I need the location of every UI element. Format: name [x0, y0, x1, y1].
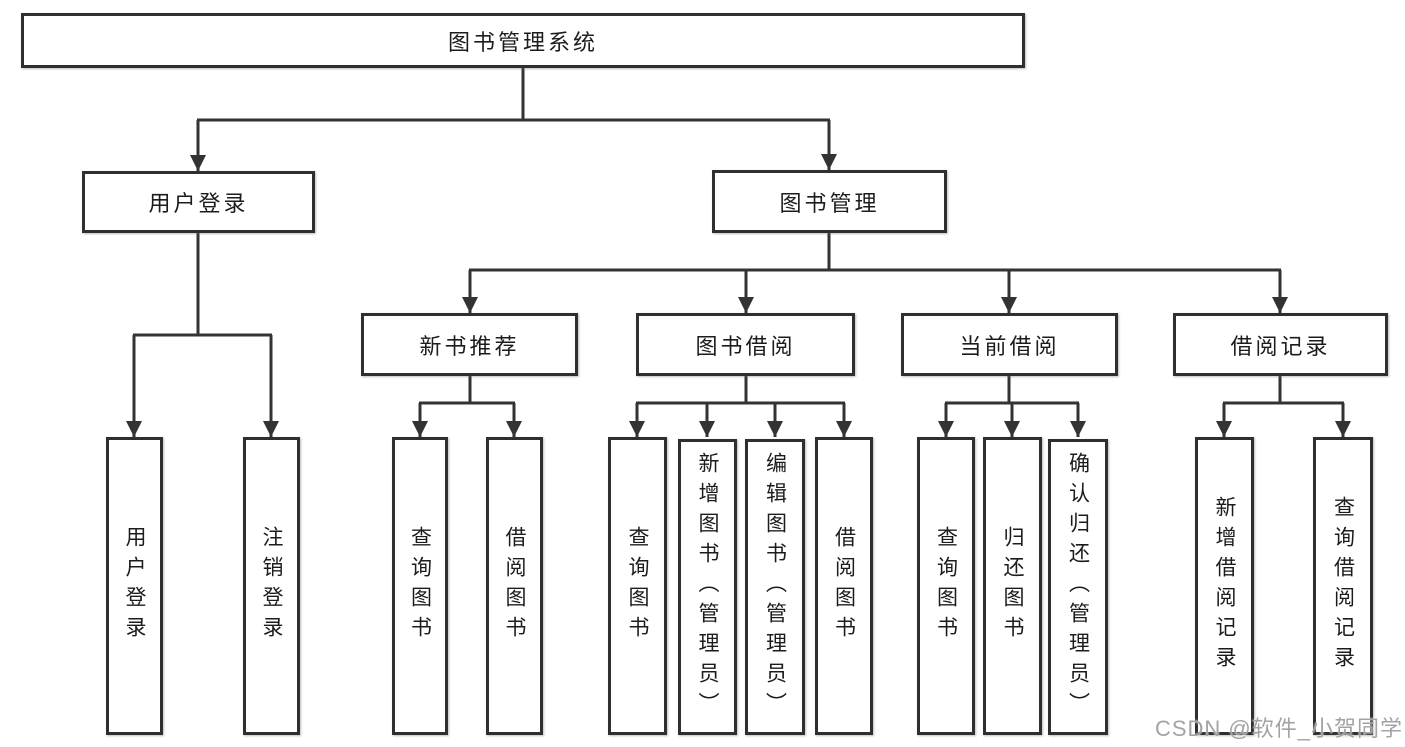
node-label: 借阅记录	[1230, 333, 1331, 359]
leaf-logout: 注销登录	[243, 437, 300, 735]
node-label: 借阅图书	[503, 526, 526, 646]
node-label: 查询借阅记录	[1331, 496, 1355, 676]
leaf-cb-query-books: 查询图书	[917, 437, 975, 735]
node-label: 查询图书	[408, 526, 432, 646]
node-current-borrow: 当前借阅	[901, 313, 1118, 376]
node-label: 新增图书（管理员）	[696, 452, 719, 722]
node-label: 确认归还（管理员）	[1066, 452, 1090, 722]
node-borrow-records: 借阅记录	[1173, 313, 1388, 376]
node-label: 用户登录	[123, 526, 146, 646]
leaf-bb-add-books-admin: 新增图书（管理员）	[678, 439, 737, 735]
leaf-bb-edit-books-admin: 编辑图书（管理员）	[745, 439, 805, 735]
node-label: 图书借阅	[695, 333, 796, 359]
node-label: 新增借阅记录	[1213, 496, 1236, 676]
leaf-br-query-record: 查询借阅记录	[1313, 437, 1373, 735]
node-label: 借阅图书	[832, 526, 856, 646]
node-user-login: 用户登录	[82, 171, 315, 233]
node-label: 用户登录	[148, 191, 249, 216]
node-root-system: 图书管理系统	[21, 13, 1025, 68]
leaf-cb-return-books: 归还图书	[983, 437, 1042, 735]
node-label: 归还图书	[1001, 526, 1024, 646]
leaf-bb-borrow-books: 借阅图书	[815, 437, 873, 735]
leaf-nb-query-books: 查询图书	[392, 437, 448, 735]
leaf-bb-query-books: 查询图书	[608, 437, 667, 735]
node-book-management: 图书管理	[712, 170, 947, 233]
leaf-br-add-record: 新增借阅记录	[1195, 437, 1254, 735]
csdn-watermark: CSDN @软件_小贺同学	[1154, 716, 1403, 741]
leaf-nb-borrow-books: 借阅图书	[486, 437, 543, 735]
node-label: 查询图书	[934, 526, 958, 646]
node-book-borrow: 图书借阅	[636, 313, 855, 376]
leaf-cb-confirm-return-admin: 确认归还（管理员）	[1048, 439, 1108, 735]
node-label: 当前借阅	[959, 333, 1060, 359]
node-label: 注销登录	[260, 526, 283, 646]
node-new-book-recommend: 新书推荐	[361, 313, 578, 376]
node-label: 图书管理	[779, 190, 880, 216]
leaf-user-login: 用户登录	[106, 437, 163, 735]
node-label: 编辑图书（管理员）	[763, 452, 787, 722]
node-label: 图书管理系统	[447, 29, 598, 55]
node-label: 查询图书	[626, 526, 649, 646]
node-label: 新书推荐	[419, 333, 520, 359]
